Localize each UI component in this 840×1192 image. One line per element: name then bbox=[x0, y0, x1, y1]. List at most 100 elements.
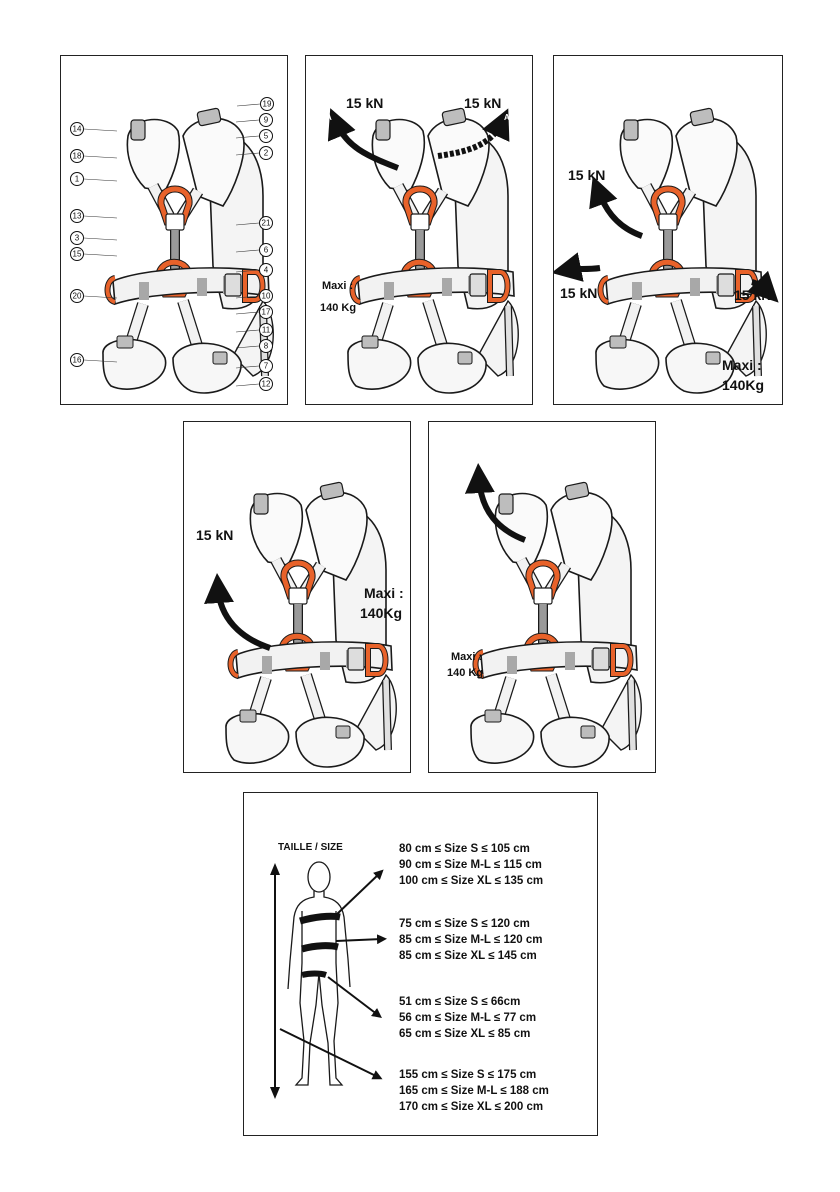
callout-leader bbox=[83, 359, 118, 363]
load-arrow-left bbox=[327, 108, 400, 171]
max-load-line2: 140 Kg bbox=[447, 667, 483, 679]
load-arrow-right bbox=[746, 270, 779, 303]
arrow-tag-left: A bbox=[326, 113, 332, 122]
callout-leader bbox=[235, 222, 260, 226]
max-load-line2: 140Kg bbox=[722, 377, 764, 393]
force-label-right: 15 kN bbox=[464, 95, 501, 111]
suspension-figure: Maxi : 140 Kg bbox=[447, 463, 655, 772]
force-label-left: 15 kN bbox=[560, 285, 597, 301]
size-range-height: 170 cm ≤ Size XL ≤ 200 cm bbox=[399, 1101, 543, 1113]
callout-leader bbox=[83, 295, 118, 299]
callout-number: 7 bbox=[264, 362, 269, 371]
callout-circle bbox=[259, 359, 273, 373]
size-range-thigh: 65 cm ≤ Size XL ≤ 85 cm bbox=[399, 1028, 530, 1040]
callout-number: 1 bbox=[75, 175, 80, 184]
callout-number: 8 bbox=[264, 342, 269, 351]
load-arrow-up bbox=[204, 573, 271, 651]
callout-leader bbox=[235, 383, 260, 387]
callout-leader bbox=[235, 329, 260, 333]
callout-leader bbox=[83, 178, 118, 182]
size-range-height: 165 cm ≤ Size M-L ≤ 188 cm bbox=[399, 1085, 549, 1097]
max-load-line1: Maxi : bbox=[722, 357, 762, 373]
size-range-thigh: 51 cm ≤ Size S ≤ 66cm bbox=[399, 996, 520, 1008]
callout-number: 9 bbox=[264, 116, 269, 125]
shoulder-load-figure: A A 15 kN 15 kN Maxi : 140 Kg bbox=[320, 95, 532, 404]
callout-leader bbox=[235, 269, 260, 273]
callout-leader bbox=[235, 295, 260, 299]
callout-circle bbox=[259, 216, 273, 230]
callout-circle bbox=[259, 243, 273, 257]
size-range-chest: 100 cm ≤ Size XL ≤ 135 cm bbox=[399, 875, 543, 887]
callout-circle bbox=[259, 263, 273, 277]
force-label-right: 15 kN bbox=[734, 287, 771, 303]
force-label-top: 15 kN bbox=[568, 167, 605, 183]
callout-leader bbox=[235, 249, 260, 253]
max-load-line1: Maxi : bbox=[451, 651, 482, 663]
callout-circle bbox=[259, 323, 273, 337]
callout-leader bbox=[83, 155, 118, 159]
size-range-thigh: 56 cm ≤ Size M-L ≤ 77 cm bbox=[399, 1012, 536, 1024]
callout-number: 3 bbox=[75, 234, 80, 243]
size-chart-figure: TAILLE / SIZE 80 cm ≤ Size S ≤ 105 cm 90 … bbox=[270, 842, 549, 1113]
callout-leader bbox=[235, 365, 260, 369]
callout-leader bbox=[83, 253, 118, 257]
callout-circle bbox=[70, 353, 84, 367]
callout-leader bbox=[235, 119, 260, 123]
panel-lateral-loads: 15 kN 15 kN 15 kN Maxi : 140Kg bbox=[553, 55, 783, 405]
callout-number: 16 bbox=[73, 356, 82, 365]
callout-circle bbox=[70, 172, 84, 186]
callout-circle bbox=[70, 289, 84, 303]
load-arrow-up bbox=[464, 463, 527, 543]
max-load-line1: Maxi : bbox=[322, 280, 353, 292]
callout-number: 18 bbox=[73, 152, 82, 161]
callout-number: 20 bbox=[73, 292, 82, 301]
callout-circle bbox=[259, 113, 273, 127]
load-arrow-up bbox=[589, 175, 644, 239]
callout-number: 14 bbox=[73, 125, 82, 134]
callout-circle bbox=[260, 97, 274, 111]
force-label-left: 15 kN bbox=[346, 95, 383, 111]
callout-leader bbox=[83, 237, 118, 241]
callout-number: 12 bbox=[262, 380, 271, 389]
max-load-line1: Maxi : bbox=[364, 585, 404, 601]
size-range-waist: 85 cm ≤ Size XL ≤ 145 cm bbox=[399, 950, 537, 962]
callout-circle bbox=[259, 305, 273, 319]
callout-number: 17 bbox=[262, 308, 271, 317]
ventral-load-figure: 15 kN Maxi : 140Kg bbox=[196, 422, 404, 772]
callout-leader bbox=[235, 311, 260, 315]
callout-leader bbox=[83, 215, 118, 219]
callout-leader bbox=[235, 135, 260, 139]
panel-suspension: Maxi : 140 Kg bbox=[428, 421, 656, 773]
callout-circle bbox=[259, 339, 273, 353]
callout-number: 6 bbox=[264, 246, 269, 255]
callout-circle bbox=[70, 149, 84, 163]
callout-circle bbox=[259, 146, 273, 160]
panel-shoulder-loads: A A 15 kN 15 kN Maxi : 140 Kg bbox=[305, 55, 533, 405]
load-arrow-right bbox=[437, 108, 510, 159]
panel-ventral-load: 15 kN Maxi : 140Kg bbox=[183, 421, 411, 773]
max-load-line2: 140 Kg bbox=[320, 302, 356, 314]
size-range-chest: 80 cm ≤ Size S ≤ 105 cm bbox=[399, 843, 530, 855]
callout-leader bbox=[235, 152, 260, 156]
force-label-top: 15 kN bbox=[196, 527, 233, 543]
size-range-height: 155 cm ≤ Size S ≤ 175 cm bbox=[399, 1069, 536, 1081]
callout-number: 2 bbox=[264, 149, 269, 158]
callout-number: 19 bbox=[263, 100, 272, 109]
size-chart-title: TAILLE / SIZE bbox=[278, 842, 343, 853]
size-range-chest: 90 cm ≤ Size M-L ≤ 115 cm bbox=[399, 859, 542, 871]
callout-leader bbox=[236, 103, 261, 107]
size-range-waist: 85 cm ≤ Size M-L ≤ 120 cm bbox=[399, 934, 542, 946]
callout-number: 5 bbox=[264, 132, 269, 141]
size-range-waist: 75 cm ≤ Size S ≤ 120 cm bbox=[399, 918, 530, 930]
lateral-load-figure: 15 kN 15 kN 15 kN Maxi : 140Kg bbox=[554, 56, 779, 404]
callout-number: 21 bbox=[262, 219, 271, 228]
load-arrow-left bbox=[554, 252, 601, 282]
callout-circle bbox=[70, 231, 84, 245]
callout-circle bbox=[70, 122, 84, 136]
callout-number: 15 bbox=[73, 250, 82, 259]
callout-circle bbox=[259, 129, 273, 143]
callout-circle bbox=[259, 377, 273, 391]
callout-circle bbox=[259, 289, 273, 303]
